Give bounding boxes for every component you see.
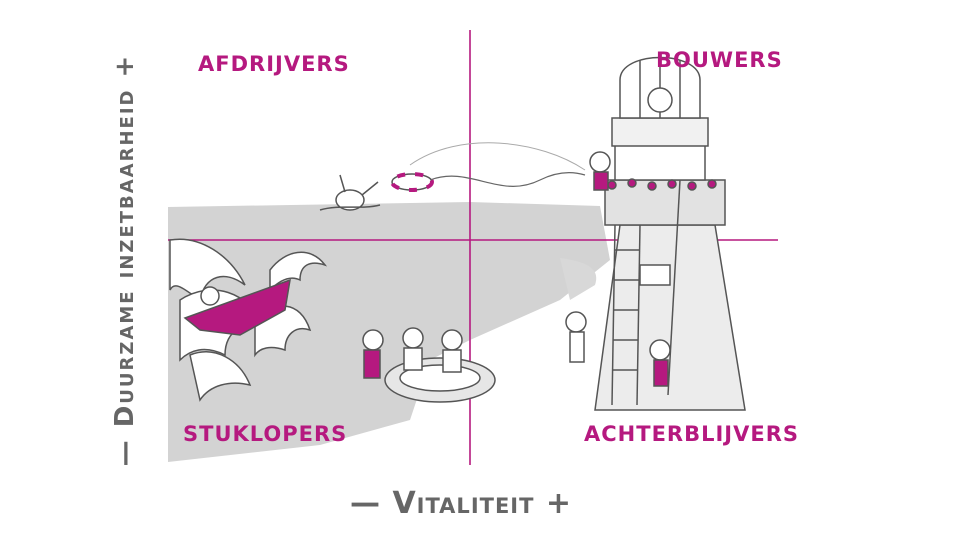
y-axis-label: Duurzame inzetbaarheid	[110, 88, 140, 428]
y-axis-title: — Duurzame inzetbaarheid +	[110, 40, 140, 480]
y-axis-minus: —	[110, 438, 140, 467]
x-axis-plus: +	[545, 486, 573, 521]
lifebuoy	[390, 172, 434, 192]
x-axis-label: Vitaliteit	[392, 486, 535, 521]
rope-arc	[409, 142, 586, 171]
rope	[429, 172, 586, 187]
boat	[183, 278, 291, 336]
drifting-person	[319, 174, 381, 211]
quadrant-label-achterblijvers: ACHTERBLIJVERS	[584, 422, 799, 446]
raft-group	[362, 327, 496, 403]
quadrant-label-bouwers: BOUWERS	[656, 48, 783, 72]
x-axis-title: — Vitaliteit +	[350, 486, 572, 521]
quadrant-label-afdrijvers: AFDRIJVERS	[198, 52, 350, 76]
y-axis-plus: +	[110, 53, 140, 78]
sea-right	[560, 258, 597, 300]
waves	[169, 238, 328, 402]
lighthouse	[565, 55, 746, 411]
quadrant-label-stuklopers: STUKLOPERS	[183, 422, 348, 446]
x-axis-minus: —	[350, 486, 381, 521]
